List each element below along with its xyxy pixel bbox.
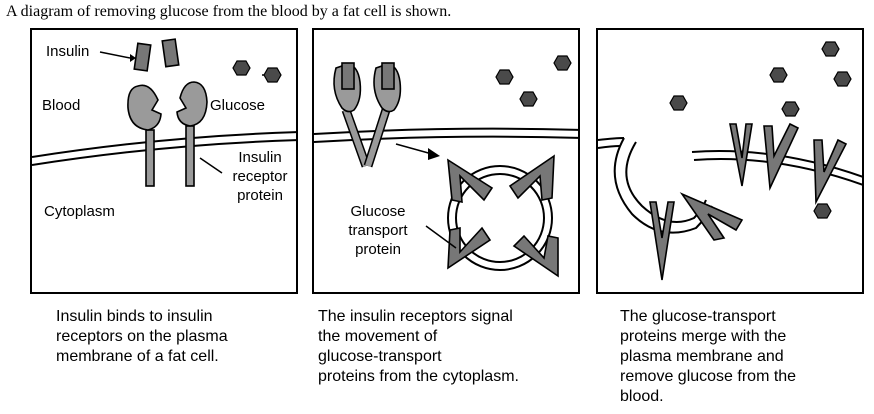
caption-panel-1: Insulin binds to insulin receptors on th… <box>56 308 228 365</box>
vesicle <box>447 165 553 271</box>
transport-pointer <box>425 225 457 249</box>
signal-arrow <box>395 143 440 160</box>
panel-receptor-signal: Glucose transport protein <box>312 28 580 294</box>
glucose-molecules-2 <box>495 55 572 107</box>
panel-glucose-removal <box>596 28 864 294</box>
insulin-molecules <box>133 38 180 72</box>
glucose-molecules <box>232 60 282 83</box>
insulin-pointer <box>99 51 131 59</box>
insulin-label: Insulin <box>46 43 90 60</box>
caption-panel-3: The glucose-transport proteins merge wit… <box>620 308 797 405</box>
diagram-intro: A diagram of removing glucose from the b… <box>6 3 452 20</box>
cytoplasm-label: Cytoplasm <box>44 203 115 220</box>
receptor-label: Insulin receptor protein <box>232 149 288 204</box>
glucose-label: Glucose <box>210 97 266 114</box>
insulin-receptors <box>127 81 208 187</box>
insulin-receptor-pair <box>333 62 402 168</box>
receptor-pointer <box>199 157 223 174</box>
glucose-molecules-3 <box>669 41 852 219</box>
blood-label: Blood <box>42 97 81 114</box>
transport-label: Glucose transport protein <box>348 203 408 258</box>
panel-insulin-binding: Insulin Blood Glucose Insulin receptor p… <box>30 28 298 294</box>
panel-1-illustration <box>32 38 296 187</box>
merged-transport-proteins <box>649 122 848 281</box>
transport-proteins <box>447 154 559 278</box>
caption-panel-2: The insulin receptors signal the movemen… <box>318 308 519 385</box>
panel-3-illustration <box>598 41 862 281</box>
panel-2-illustration <box>314 55 578 278</box>
